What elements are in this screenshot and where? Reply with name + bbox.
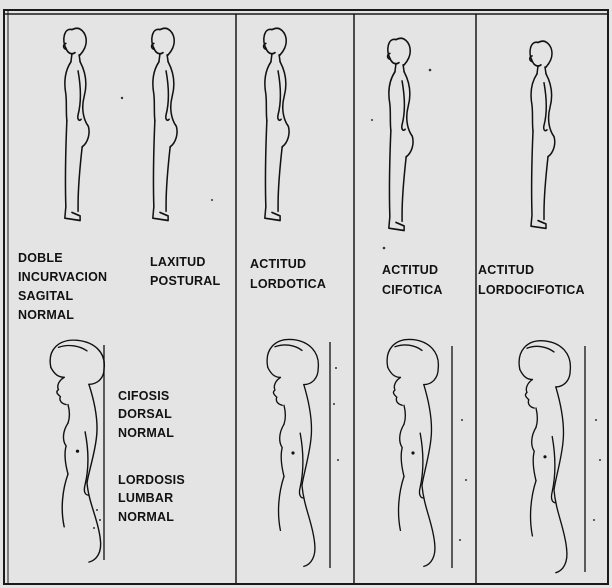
label-lordotica-2: LORDOTICA bbox=[250, 277, 326, 291]
label-lordosis-3: NORMAL bbox=[118, 510, 174, 524]
label-cifotica-2: CIFOTICA bbox=[382, 283, 443, 297]
label-laxitud-1: LAXITUD bbox=[150, 255, 206, 269]
label-doble-2: INCURVACION bbox=[18, 270, 107, 284]
label-lordocifotica-1: ACTITUD bbox=[478, 263, 534, 277]
label-laxitud-2: POSTURAL bbox=[150, 274, 221, 288]
label-lordocifotica-2: LORDOCIFOTICA bbox=[478, 283, 585, 297]
label-lordosis-2: LUMBAR bbox=[118, 491, 173, 505]
label-cifosis-1: CIFOSIS bbox=[118, 389, 169, 403]
label-lordosis-1: LORDOSIS bbox=[118, 473, 185, 487]
label-lordotica-1: ACTITUD bbox=[250, 257, 306, 271]
label-cifotica-1: ACTITUD bbox=[382, 263, 438, 277]
label-cifosis-3: NORMAL bbox=[118, 426, 174, 440]
label-doble-4: NORMAL bbox=[18, 308, 74, 322]
label-doble-3: SAGITAL bbox=[18, 289, 73, 303]
label-doble-1: DOBLE bbox=[18, 251, 63, 265]
label-cifosis-2: DORSAL bbox=[118, 407, 172, 421]
